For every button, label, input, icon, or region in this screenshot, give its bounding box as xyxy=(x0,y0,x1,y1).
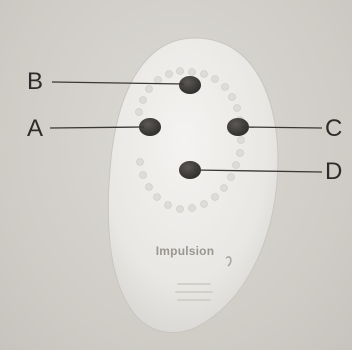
brand-logo-text: Impulsion xyxy=(140,244,230,258)
callout-label-a: A xyxy=(27,117,43,141)
callout-label-d: D xyxy=(325,160,342,184)
button-b[interactable] xyxy=(179,76,201,94)
callout-label-c: C xyxy=(325,117,342,141)
callout-label-b: B xyxy=(27,70,43,94)
